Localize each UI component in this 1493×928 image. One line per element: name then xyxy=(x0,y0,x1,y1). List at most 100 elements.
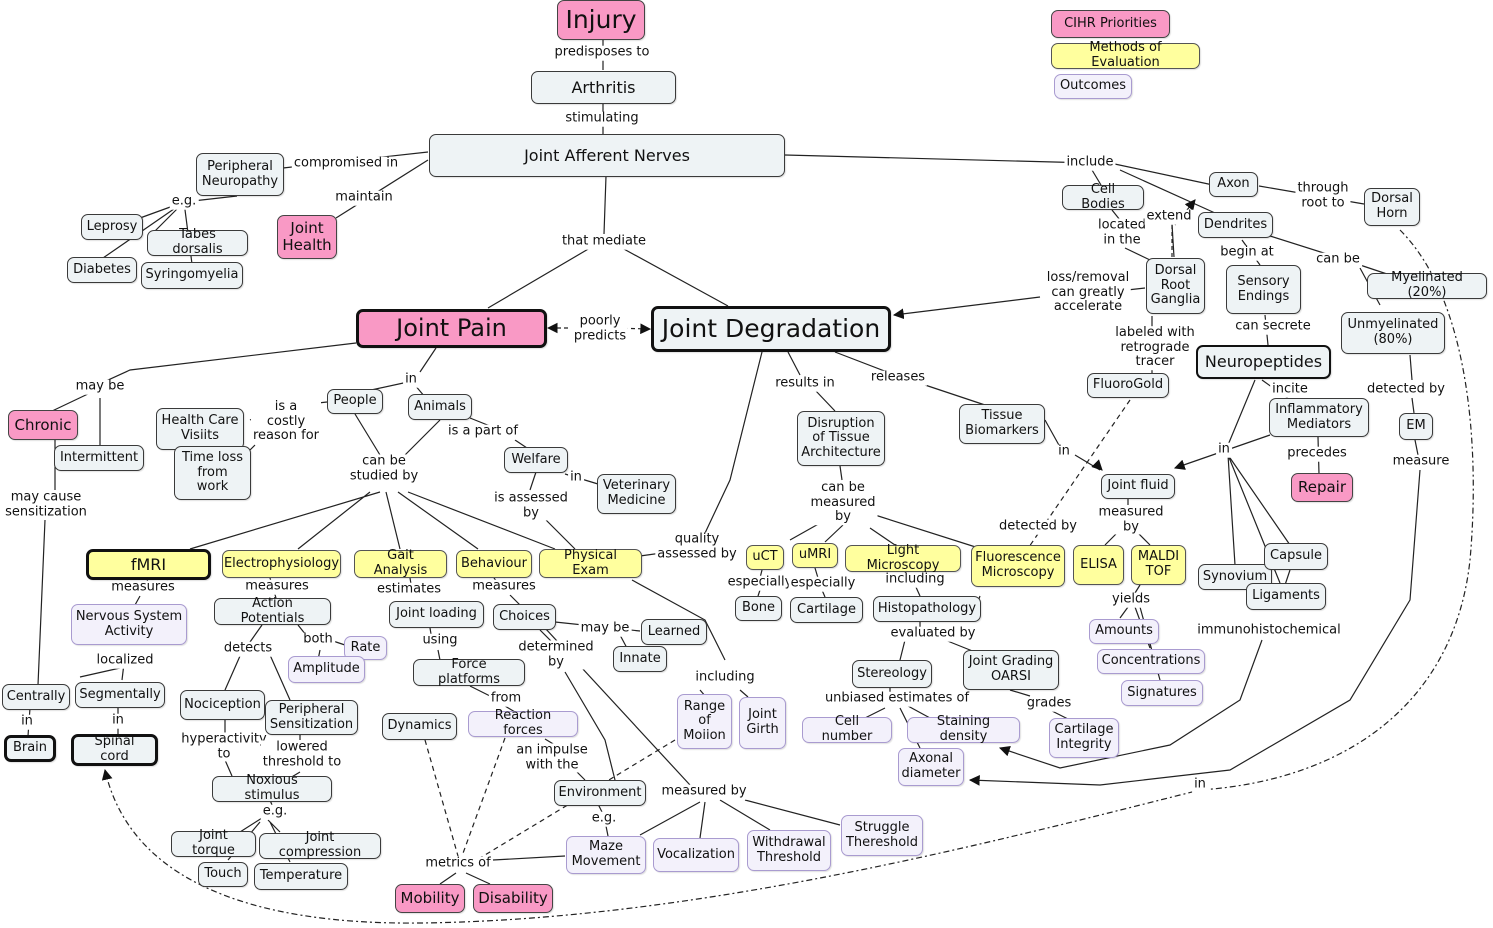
node-joint-health[interactable]: Joint Health xyxy=(277,215,337,259)
node-neuropeptides[interactable]: Neuropeptides xyxy=(1196,345,1331,379)
node-joint-torque[interactable]: Joint torque xyxy=(171,829,256,858)
node-staining-density[interactable]: Staining density xyxy=(907,715,1020,744)
node-chronic[interactable]: Chronic xyxy=(8,410,78,440)
node-spinal-cord[interactable]: Spinal cord xyxy=(71,734,158,766)
node-disability[interactable]: Disability xyxy=(473,884,553,913)
node-axonal-diameter[interactable]: Axonal diameter xyxy=(898,748,964,786)
node-concentrations[interactable]: Concentrations xyxy=(1097,649,1205,674)
node-people[interactable]: People xyxy=(327,389,383,414)
node-choices[interactable]: Choices xyxy=(493,604,556,630)
link-both: both xyxy=(301,631,335,648)
node-innate[interactable]: Innate xyxy=(613,646,667,672)
node-environment[interactable]: Environment xyxy=(554,780,646,806)
node-dorsal-horn[interactable]: Dorsal Horn xyxy=(1364,188,1420,226)
edge-line[interactable] xyxy=(1091,459,1103,471)
node-animals[interactable]: Animals xyxy=(408,394,472,420)
node-myelinated[interactable]: Myelinated (20%) xyxy=(1367,271,1487,300)
node-joint-compression[interactable]: Joint compression xyxy=(259,831,381,860)
node-arthritis[interactable]: Arthritis xyxy=(531,71,676,104)
link-predisposes-to: predisposes to xyxy=(552,44,652,61)
node-nociception[interactable]: Nociception xyxy=(180,690,265,720)
node-axon[interactable]: Axon xyxy=(1209,172,1258,197)
node-dendrites[interactable]: Dendrites xyxy=(1198,212,1273,238)
node-veterinary-medicine[interactable]: Veterinary Medicine xyxy=(597,474,676,514)
node-gait-analysis[interactable]: Gait Analysis xyxy=(354,549,447,578)
node-welfare[interactable]: Welfare xyxy=(504,447,568,473)
node-cartilage[interactable]: Cartilage xyxy=(790,597,863,623)
node-reaction-forces[interactable]: Reaction forces xyxy=(468,709,578,738)
node-mobility[interactable]: Mobility xyxy=(395,884,465,913)
node-signatures[interactable]: Signatures xyxy=(1121,680,1203,706)
node-touch[interactable]: Touch xyxy=(198,862,248,887)
node-electrophysiology[interactable]: Electrophysiology xyxy=(222,550,341,578)
node-injury[interactable]: Injury xyxy=(557,0,645,40)
node-amounts[interactable]: Amounts xyxy=(1089,619,1159,644)
node-range-of-motion[interactable]: Range of Moiion xyxy=(677,694,732,749)
node-time-loss[interactable]: Time loss from work xyxy=(174,446,251,500)
node-elisa[interactable]: ELISA xyxy=(1073,545,1124,585)
node-vocalization[interactable]: Vocalization xyxy=(653,838,739,872)
node-nervous-system-activity[interactable]: Nervous System Activity xyxy=(71,604,187,645)
node-fluorogold[interactable]: FluoroGold xyxy=(1087,373,1169,398)
link-yields: yields xyxy=(1110,591,1152,608)
node-sensory-endings[interactable]: Sensory Endings xyxy=(1226,265,1301,314)
node-histopathology[interactable]: Histopathology xyxy=(873,596,981,622)
node-joint-girth[interactable]: Joint Girth xyxy=(739,697,786,749)
node-leprosy[interactable]: Leprosy xyxy=(81,214,143,240)
node-force-platforms[interactable]: Force platforms xyxy=(413,657,525,686)
node-withdrawal-threshold[interactable]: Withdrawal Threshold xyxy=(747,830,831,871)
node-joint-loading[interactable]: Joint loading xyxy=(389,601,484,628)
node-tissue-biomarkers[interactable]: Tissue Biomarkers xyxy=(959,404,1045,444)
link-results-in: results in xyxy=(773,375,837,392)
node-joint-pain[interactable]: Joint Pain xyxy=(356,309,547,348)
node-cartilage-integrity[interactable]: Cartilage Integrity xyxy=(1049,718,1119,758)
node-intermittent[interactable]: Intermittent xyxy=(54,445,144,471)
node-cell-bodies[interactable]: Cell Bodies xyxy=(1062,182,1144,211)
node-temperature[interactable]: Temperature xyxy=(254,863,348,890)
node-fmri[interactable]: fMRI xyxy=(86,549,211,580)
link-is-a-costly: is a costly reason for xyxy=(251,399,321,444)
node-fluorescence-microscopy[interactable]: Fluorescence Microscopy xyxy=(971,545,1065,587)
node-syringomyelia[interactable]: Syringomyelia xyxy=(141,262,243,289)
node-joint-afferent-nerves[interactable]: Joint Afferent Nerves xyxy=(429,134,785,177)
node-ligaments[interactable]: Ligaments xyxy=(1246,583,1326,610)
node-maze-movement[interactable]: Maze Movement xyxy=(566,836,646,874)
node-diabetes[interactable]: Diabetes xyxy=(67,257,137,283)
node-em[interactable]: EM xyxy=(1399,413,1433,440)
node-physical-exam[interactable]: Physical Exam xyxy=(539,548,642,578)
node-disruption-tissue[interactable]: Disruption of Tissue Architecture xyxy=(797,411,885,466)
node-cell-number[interactable]: Cell number xyxy=(802,715,892,744)
node-peripheral-neuropathy[interactable]: Peripheral Neuropathy xyxy=(196,153,284,196)
node-struggle-threshold[interactable]: Struggle Thereshold xyxy=(841,815,923,856)
node-health-care-visits[interactable]: Health Care Visiits xyxy=(156,408,244,450)
node-joint-degradation[interactable]: Joint Degradation xyxy=(651,306,891,352)
node-dynamics[interactable]: Dynamics xyxy=(382,713,457,740)
node-maldi-tof[interactable]: MALDI TOF xyxy=(1131,545,1186,585)
node-capsule[interactable]: Capsule xyxy=(1264,543,1328,570)
node-brain[interactable]: Brain xyxy=(4,735,56,762)
node-light-microscopy[interactable]: Light Microscopy xyxy=(845,543,961,572)
node-behaviour[interactable]: Behaviour xyxy=(456,550,532,578)
node-learned[interactable]: Learned xyxy=(641,619,707,645)
node-unmyelinated[interactable]: Unmyelinated (80%) xyxy=(1341,312,1445,354)
node-noxious-stimulus[interactable]: Noxious stimulus xyxy=(212,774,332,803)
node-bone[interactable]: Bone xyxy=(735,596,782,621)
node-action-potentials[interactable]: Action Potentials xyxy=(214,596,331,625)
node-synovium[interactable]: Synovium xyxy=(1198,564,1272,590)
node-joint-fluid[interactable]: Joint fluid xyxy=(1101,474,1175,499)
node-umri[interactable]: uMRI xyxy=(792,543,838,568)
node-dorsal-root-ganglia[interactable]: Dorsal Root Ganglia xyxy=(1146,258,1205,314)
node-joint-grading-oarsi[interactable]: Joint Grading OARSI xyxy=(963,650,1059,690)
edge-line[interactable] xyxy=(892,296,1041,320)
node-stereology[interactable]: Stereology xyxy=(852,660,932,688)
legend-cihr-priorities: CIHR Priorities xyxy=(1051,10,1170,38)
node-tabes-dorsalis[interactable]: Tabes dorsalis xyxy=(147,228,248,257)
node-amplitude[interactable]: Amplitude xyxy=(288,656,365,683)
node-repair[interactable]: Repair xyxy=(1291,473,1353,502)
node-uct[interactable]: uCT xyxy=(746,545,784,570)
link-incite: incite xyxy=(1270,381,1310,398)
node-peripheral-sensitization[interactable]: Peripheral Sensitization xyxy=(265,700,358,735)
node-centrally[interactable]: Centrally xyxy=(2,684,70,710)
node-inflammatory-mediators[interactable]: Inflammatory Mediators xyxy=(1269,398,1369,437)
node-segmentally[interactable]: Segmentally xyxy=(75,682,165,708)
